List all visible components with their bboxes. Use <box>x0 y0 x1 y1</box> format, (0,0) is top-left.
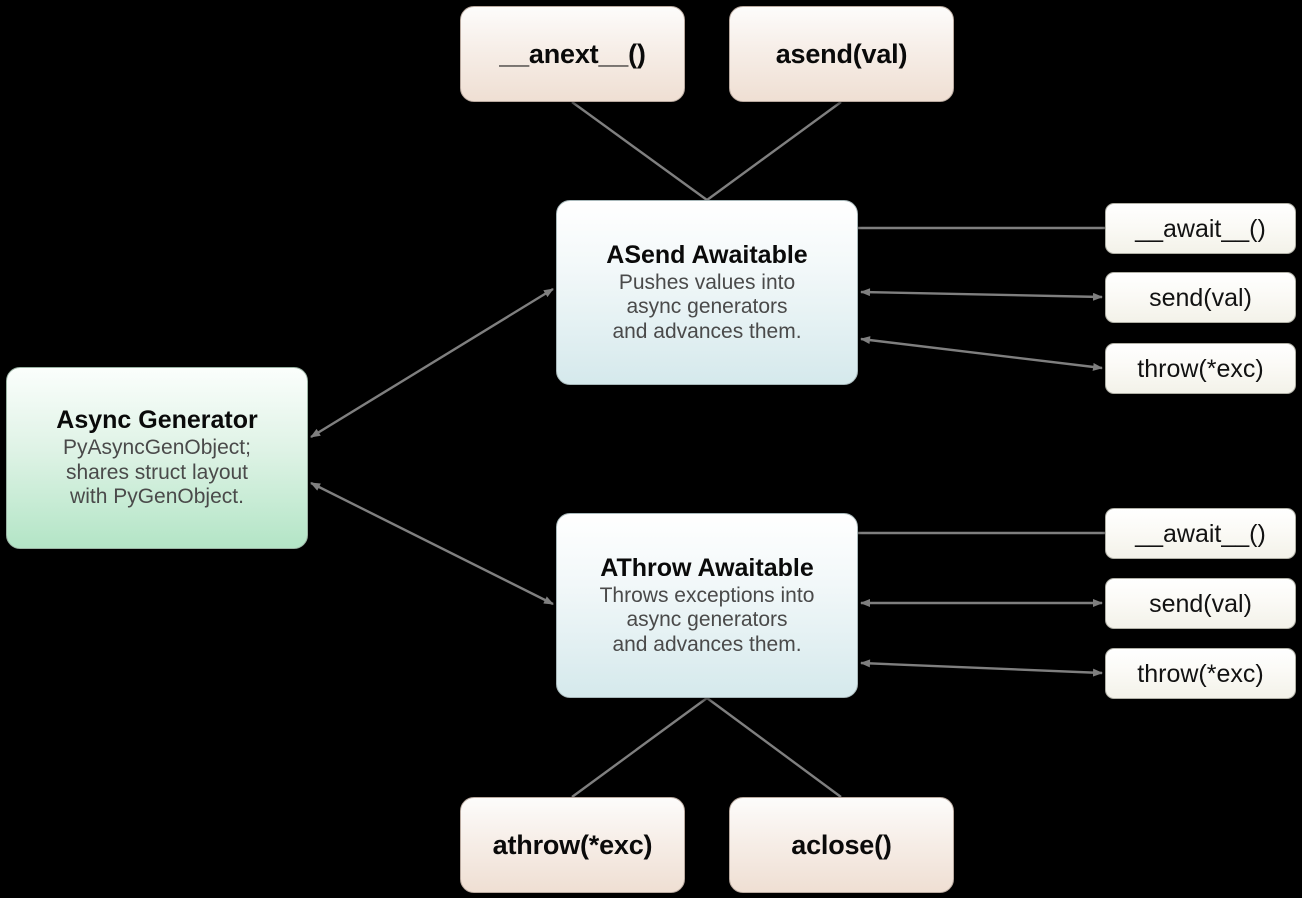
node-athrow-throw-label: throw(*exc) <box>1137 659 1264 688</box>
node-anext-label: __anext__() <box>499 38 646 69</box>
node-athrow-await[interactable]: __await__() <box>1105 508 1296 559</box>
node-athrow-throw[interactable]: throw(*exc) <box>1105 648 1296 699</box>
node-asend-throw-label: throw(*exc) <box>1137 354 1264 383</box>
node-athrow-awaitable[interactable]: AThrow Awaitable Throws exceptions into … <box>556 513 858 698</box>
node-asend-send-label: send(val) <box>1149 283 1252 312</box>
node-aclose-label: aclose() <box>791 829 892 860</box>
edge-asend-awaitable-throw <box>860 336 1103 371</box>
node-async-generator-title: Async Generator <box>56 406 258 435</box>
edge-asend-awaitable-send <box>860 288 1103 301</box>
node-anext[interactable]: __anext__() <box>460 6 685 102</box>
node-async-generator-desc: PyAsyncGenObject; shares struct layout w… <box>63 436 251 509</box>
node-asend-awaitable[interactable]: ASend Awaitable Pushes values into async… <box>556 200 858 385</box>
node-athrow-label: athrow(*exc) <box>492 829 653 860</box>
node-asend-label: asend(val) <box>775 38 908 69</box>
node-athrow-awaitable-desc: Throws exceptions into async generators … <box>599 583 815 656</box>
edge-athrow-athrow-awaitable <box>571 697 708 798</box>
node-aclose[interactable]: aclose() <box>729 797 954 893</box>
node-asend-awaitable-desc: Pushes values into async generators and … <box>612 270 802 343</box>
edge-anext-asend-awaitable <box>571 101 708 201</box>
node-asend-send[interactable]: send(val) <box>1105 272 1296 323</box>
edge-athrow-awaitable-throw <box>860 659 1103 677</box>
node-asend-await[interactable]: __await__() <box>1105 203 1296 254</box>
node-asend-await-label: __await__() <box>1135 214 1266 243</box>
node-athrow-send[interactable]: send(val) <box>1105 578 1296 629</box>
node-asend[interactable]: asend(val) <box>729 6 954 102</box>
node-asend-awaitable-title: ASend Awaitable <box>606 240 808 269</box>
node-athrow-await-label: __await__() <box>1135 519 1266 548</box>
node-athrow[interactable]: athrow(*exc) <box>460 797 685 893</box>
edge-generator-asend-awaitable <box>310 287 554 439</box>
node-athrow-send-label: send(val) <box>1149 589 1252 618</box>
edge-generator-athrow-awaitable <box>310 481 554 606</box>
node-asend-throw[interactable]: throw(*exc) <box>1105 343 1296 394</box>
node-async-generator[interactable]: Async Generator PyAsyncGenObject; shares… <box>6 367 308 549</box>
edge-aclose-athrow-awaitable <box>706 697 842 798</box>
edge-asend-asend-awaitable <box>706 101 842 201</box>
node-athrow-awaitable-title: AThrow Awaitable <box>600 553 814 582</box>
